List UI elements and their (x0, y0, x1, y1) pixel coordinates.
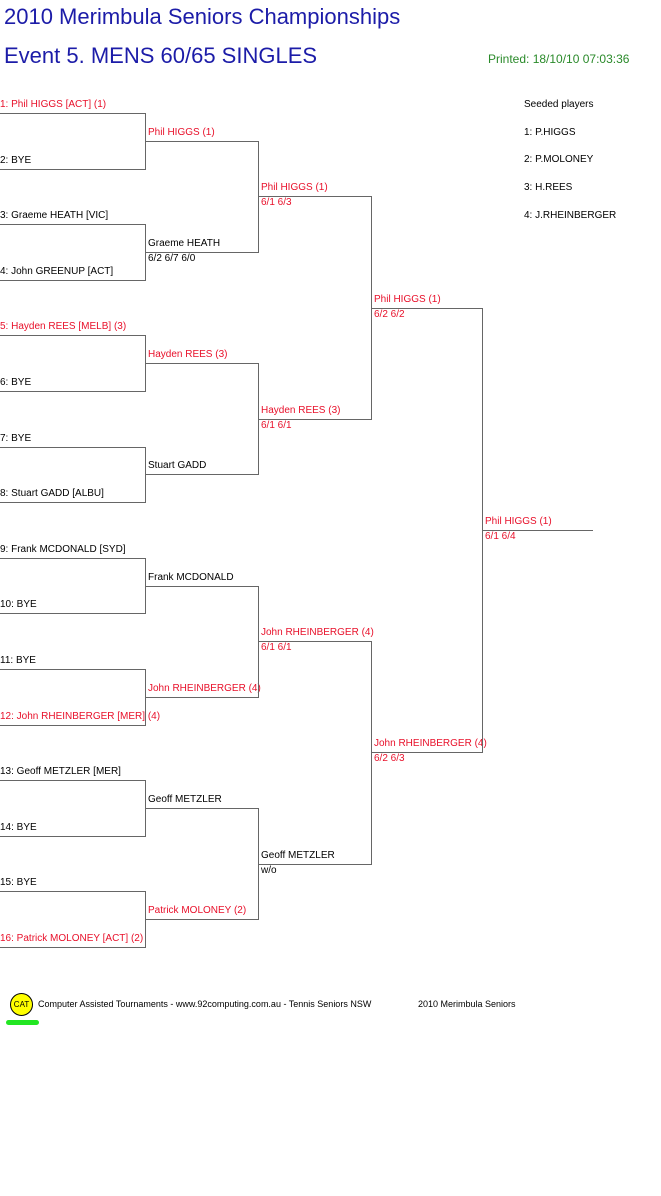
bracket-line (145, 141, 259, 142)
bracket-line (145, 474, 259, 475)
event-title: Event 5. MENS 60/65 SINGLES (4, 43, 318, 68)
match-winner: Patrick MOLONEY (2) (148, 905, 247, 916)
bracket-line (371, 752, 483, 753)
bracket-line (0, 391, 146, 392)
bracket-line (0, 169, 146, 170)
bracket-line (145, 697, 259, 698)
match-winner: Frank MCDONALD (148, 572, 234, 583)
draw-entry: 16: Patrick MOLONEY [ACT] (2) (0, 933, 144, 944)
draw-entry: 10: BYE (0, 599, 37, 610)
bracket-line (0, 669, 146, 670)
draw-entry: 4: John GREENUP [ACT] (0, 266, 114, 277)
match-score: w/o (261, 865, 277, 876)
bracket-line (0, 280, 146, 281)
draw-entry: 1: Phil HIGGS [ACT] (1) (0, 99, 107, 110)
bracket-line (258, 419, 372, 420)
bracket-line (0, 224, 146, 225)
logo-underline (6, 1020, 39, 1025)
bracket-line (145, 808, 259, 809)
seeded-heading: Seeded players (524, 99, 594, 110)
match-winner: Phil HIGGS (1) (148, 127, 215, 138)
bracket-line (0, 613, 146, 614)
bracket-line (145, 919, 259, 920)
bracket-line (258, 864, 372, 865)
bracket-line (258, 196, 372, 197)
draw-entry: 14: BYE (0, 822, 37, 833)
seeded-player: 1: P.HIGGS (524, 126, 576, 138)
bracket-line (0, 891, 146, 892)
bracket-line (145, 586, 259, 587)
match-score: 6/1 6/3 (261, 197, 292, 208)
match-winner: Geoff METZLER (261, 850, 335, 861)
seeded-player: 4: J.RHEINBERGER (524, 209, 617, 221)
match-winner: John RHEINBERGER (4) (261, 627, 374, 638)
seeded-players-list: Seeded players 1: P.HIGGS 2: P.MOLONEY 3… (524, 99, 616, 237)
draw-entry: 9: Frank MCDONALD [SYD] (0, 544, 126, 555)
printed-timestamp: Printed: 18/10/10 07:03:36 (488, 52, 630, 66)
bracket-line (0, 836, 146, 837)
page-title: 2010 Merimbula Seniors Championships (4, 4, 401, 29)
seeded-player: 2: P.MOLONEY (524, 154, 594, 166)
draw-entry: 7: BYE (0, 433, 32, 444)
draw-entry: 2: BYE (0, 155, 32, 166)
cat-logo: CAT (10, 993, 33, 1016)
draw-entry: 11: BYE (0, 655, 36, 666)
footer-event: 2010 Merimbula Seniors (418, 999, 516, 1009)
bracket-line (0, 725, 146, 726)
bracket-line (0, 780, 146, 781)
bracket-line (0, 947, 146, 948)
match-score: 6/2 6/7 6/0 (148, 253, 196, 264)
bracket-line (0, 335, 146, 336)
bracket-line (0, 558, 146, 559)
bracket-line (371, 308, 483, 309)
match-winner: Geoff METZLER (148, 794, 222, 805)
match-score: 6/1 6/4 (485, 531, 516, 542)
footer-credit: Computer Assisted Tournaments - www.92co… (38, 999, 372, 1009)
seeded-player: 3: H.REES (524, 182, 573, 194)
draw-entry: 15: BYE (0, 877, 37, 888)
bracket-line (0, 447, 146, 448)
bracket-line (258, 641, 372, 642)
match-score: 6/2 6/2 (374, 309, 405, 320)
draw-entry: 13: Geoff METZLER [MER] (0, 766, 121, 777)
match-winner: John RHEINBERGER (4) (148, 683, 261, 694)
match-score: 6/1 6/1 (261, 420, 292, 431)
draw-entry: 8: Stuart GADD [ALBU] (0, 488, 104, 499)
match-score: 6/1 6/1 (261, 642, 292, 653)
match-winner: Phil HIGGS (1) (261, 182, 328, 193)
draw-entry: 6: BYE (0, 377, 32, 388)
bracket-line (145, 363, 259, 364)
draw-entry: 12: John RHEINBERGER [MER] (4) (0, 711, 161, 722)
match-winner: Graeme HEATH (148, 238, 221, 249)
bracket-line (482, 530, 593, 531)
match-winner: Hayden REES (3) (148, 349, 228, 360)
match-winner: Phil HIGGS (1) (485, 516, 552, 527)
bracket-line (0, 113, 146, 114)
bracket-line (0, 502, 146, 503)
match-winner: Stuart GADD (148, 460, 207, 471)
draw-entry: 5: Hayden REES [MELB] (3) (0, 321, 127, 332)
match-winner: John RHEINBERGER (4) (374, 738, 487, 749)
match-winner: Hayden REES (3) (261, 405, 341, 416)
draw-entry: 3: Graeme HEATH [VIC] (0, 210, 109, 221)
bracket-line (145, 252, 259, 253)
match-winner: Phil HIGGS (1) (374, 294, 441, 305)
match-score: 6/2 6/3 (374, 753, 405, 764)
